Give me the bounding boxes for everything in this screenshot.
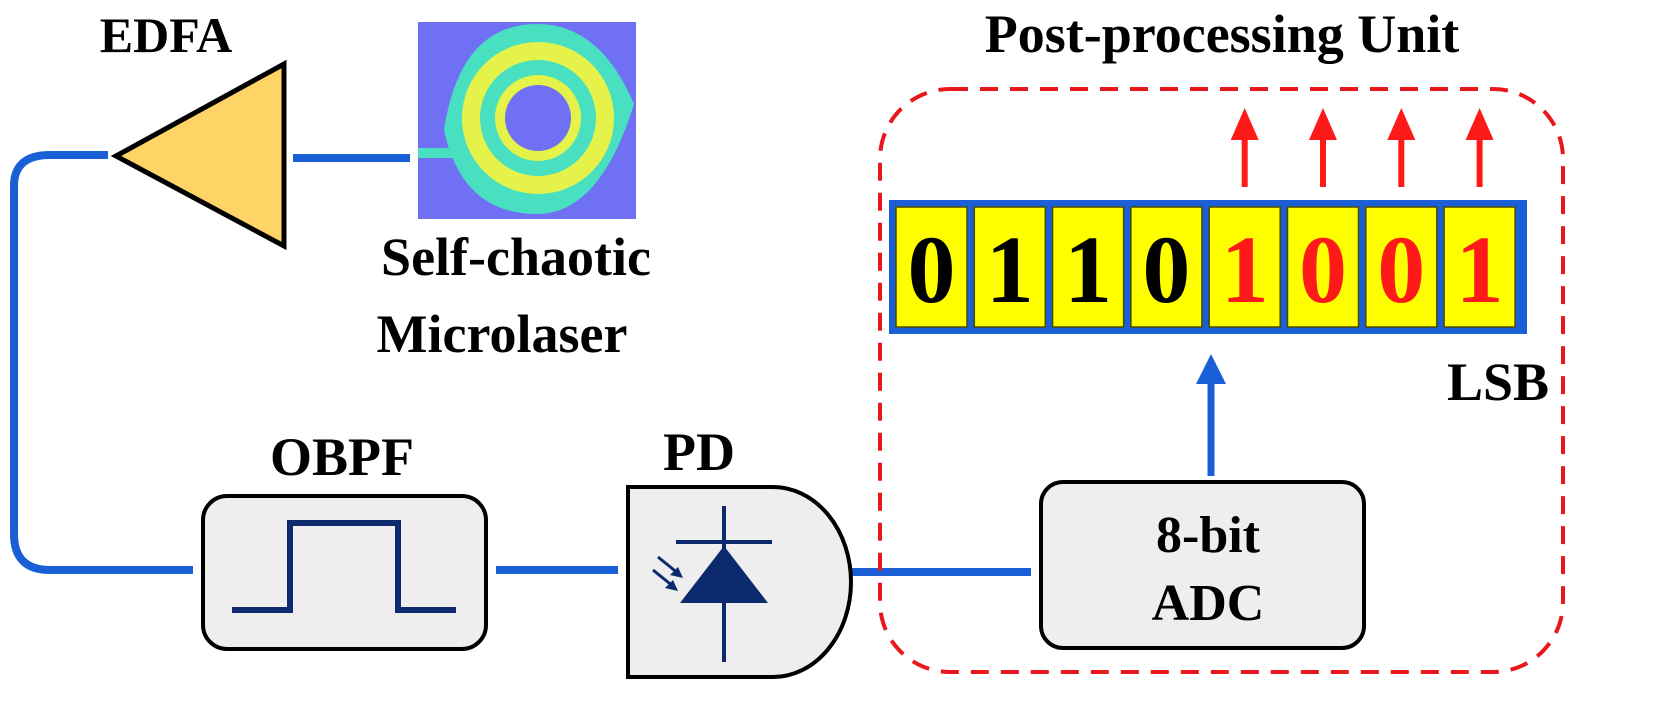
bit-cell bbox=[1051, 206, 1125, 328]
obpf-label: OBPF bbox=[270, 427, 414, 487]
fiber-loop-left bbox=[10, 151, 193, 574]
bit-value: 0 bbox=[1299, 216, 1347, 323]
output-arrow-head bbox=[1230, 108, 1259, 140]
lsb-label: LSB bbox=[1447, 352, 1549, 412]
pd-label: PD bbox=[663, 422, 735, 482]
adc-label-line2: ADC bbox=[1152, 575, 1265, 632]
bit-value: 0 bbox=[1142, 216, 1190, 323]
bit-value: 1 bbox=[1221, 216, 1269, 323]
bit-value: 1 bbox=[1064, 216, 1112, 323]
adc-label-line1: 8-bit bbox=[1156, 507, 1261, 564]
edfa-label: EDFA bbox=[100, 7, 232, 63]
adc-output-arrow bbox=[1196, 354, 1226, 476]
bit-cell bbox=[895, 206, 968, 328]
bit-cell bbox=[1130, 206, 1203, 328]
bit-cell bbox=[973, 206, 1047, 328]
post-processing-unit-title: Post-processing Unit bbox=[985, 4, 1460, 64]
bandpass-filter-icon bbox=[232, 520, 456, 613]
microlaser-label-line2: Microlaser bbox=[377, 304, 628, 364]
output-arrow-head bbox=[1309, 108, 1337, 140]
microlaser-image bbox=[418, 22, 636, 219]
bit-cell bbox=[1443, 206, 1516, 328]
bit-value: 0 bbox=[908, 216, 956, 323]
output-arrows bbox=[1230, 108, 1494, 187]
bit-value: 0 bbox=[1377, 216, 1425, 323]
bit-value: 1 bbox=[1456, 216, 1504, 323]
bit-cell bbox=[1365, 206, 1438, 328]
bit-value: 1 bbox=[986, 216, 1034, 323]
post-processing-dashed-border bbox=[878, 87, 1565, 674]
obpf-box bbox=[201, 494, 488, 651]
bit-cell bbox=[1286, 206, 1360, 328]
bit-cell bbox=[1208, 206, 1281, 328]
microlaser-label-line1: Self-chaotic bbox=[381, 227, 651, 287]
adc-box bbox=[1039, 480, 1366, 650]
output-arrow-head bbox=[1387, 108, 1416, 140]
edfa-amplifier-triangle bbox=[110, 59, 287, 251]
output-arrow-head bbox=[1465, 108, 1494, 140]
photodiode-icon bbox=[652, 506, 772, 662]
